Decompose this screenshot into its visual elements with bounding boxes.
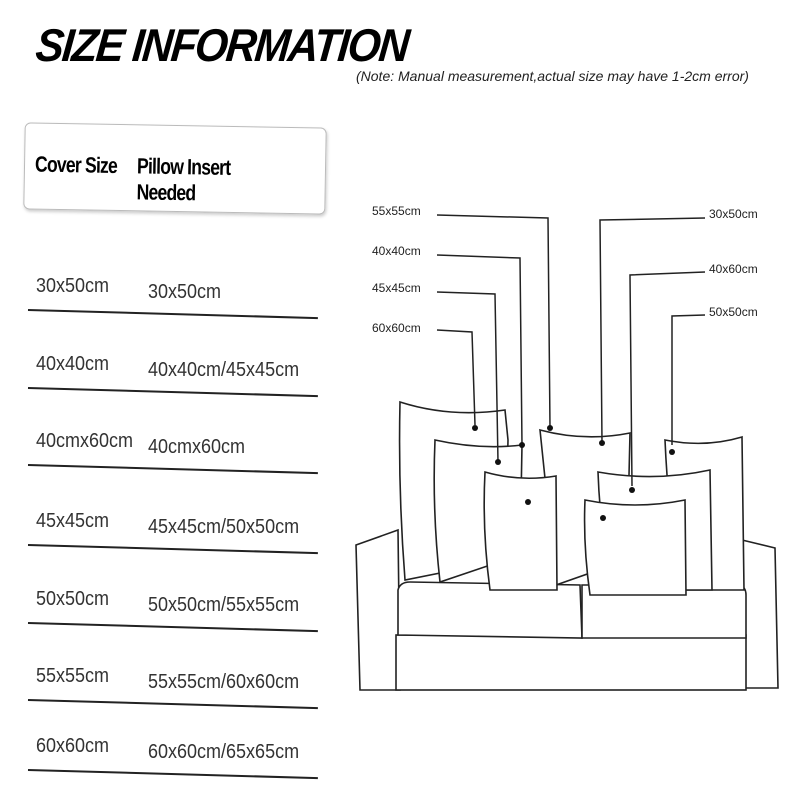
- table-row: 40x40cm 40x40cm/45x45cm: [27, 343, 328, 413]
- insert-needed-cell: 60x60cm/65x65cm: [148, 741, 300, 763]
- insert-needed-cell: 40x40cm/45x45cm: [148, 359, 300, 381]
- label-45x45: 45x45cm: [372, 281, 421, 295]
- sofa-left-arm: [355, 528, 401, 691]
- cover-size-cell: 45x45cm: [36, 510, 110, 532]
- insert-needed-cell: 50x50cm/55x55cm: [148, 594, 300, 616]
- table-row: 30x50cm 30x50cm: [27, 265, 328, 335]
- table-row: 60x60cm 60x60cm/65x65cm: [27, 725, 328, 795]
- sofa-base: [395, 634, 747, 691]
- table-row: 50x50cm 50x50cm/55x55cm: [27, 578, 328, 648]
- cover-size-cell: 50x50cm: [36, 588, 110, 610]
- pillow-45x45: [483, 470, 558, 591]
- sofa-right-arm: [741, 538, 779, 689]
- label-40x40: 40x40cm: [372, 244, 421, 258]
- insert-needed-cell: 30x50cm: [148, 281, 222, 303]
- measurement-note: (Note: Manual measurement,actual size ma…: [356, 68, 749, 84]
- label-30x50: 30x50cm: [709, 207, 758, 221]
- insert-needed-cell: 55x55cm/60x60cm: [148, 671, 300, 693]
- table-row: 40cmx60cm 40cmx60cm: [27, 420, 328, 490]
- cover-size-cell: 40x40cm: [36, 353, 110, 375]
- cover-size-cell: 30x50cm: [36, 275, 110, 297]
- insert-needed-cell: 40cmx60cm: [148, 436, 246, 458]
- cover-size-cell: 40cmx60cm: [36, 430, 134, 452]
- cover-size-cell: 60x60cm: [36, 735, 110, 757]
- pillow-30x50: [583, 499, 687, 596]
- label-60x60: 60x60cm: [372, 321, 421, 335]
- label-50x50: 50x50cm: [709, 305, 758, 319]
- table-row: 45x45cm 45x45cm/50x50cm: [27, 500, 328, 570]
- label-40x60: 40x60cm: [709, 262, 758, 276]
- insert-needed-cell: 45x45cm/50x50cm: [148, 516, 300, 538]
- cover-size-cell: 55x55cm: [36, 665, 110, 687]
- table-row: 55x55cm 55x55cm/60x60cm: [27, 655, 328, 725]
- label-55x55: 55x55cm: [372, 204, 421, 218]
